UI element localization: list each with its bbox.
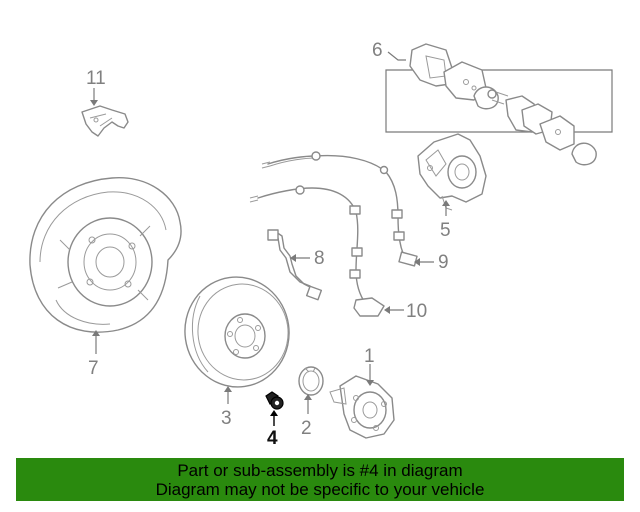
part-9-sensor-cable[interactable] xyxy=(261,151,418,267)
banner-line-2: Diagram may not be specific to your vehi… xyxy=(155,480,485,499)
part-7-backing-plate[interactable] xyxy=(29,177,182,333)
callout-3: 3 xyxy=(221,408,232,429)
callout-10: 10 xyxy=(406,301,427,322)
part-10-sensor-cable[interactable] xyxy=(249,185,385,317)
callout-5: 5 xyxy=(440,220,451,241)
part-5-caliper[interactable] xyxy=(417,133,487,211)
callout-4: 4 xyxy=(267,428,278,449)
info-banner: Part or sub-assembly is #4 in diagram Di… xyxy=(16,458,624,501)
callout-7: 7 xyxy=(88,358,99,379)
banner-line-1: Part or sub-assembly is #4 in diagram xyxy=(177,461,463,480)
part-11-bracket[interactable] xyxy=(81,105,129,137)
part-6-pad-set[interactable] xyxy=(385,43,613,166)
callout-2: 2 xyxy=(301,418,312,439)
callout-1: 1 xyxy=(364,346,375,367)
part-8-brake-hose[interactable] xyxy=(267,229,323,301)
part-3-rotor[interactable] xyxy=(178,270,296,393)
part-2-snap-ring[interactable] xyxy=(298,366,324,396)
callout-6: 6 xyxy=(372,40,383,61)
callout-leaders xyxy=(90,51,450,426)
part-4-bolt[interactable] xyxy=(265,391,284,410)
callout-11: 11 xyxy=(86,68,106,89)
callout-9: 9 xyxy=(438,252,449,273)
part-1-hub[interactable] xyxy=(329,375,395,439)
callout-8: 8 xyxy=(314,248,325,269)
